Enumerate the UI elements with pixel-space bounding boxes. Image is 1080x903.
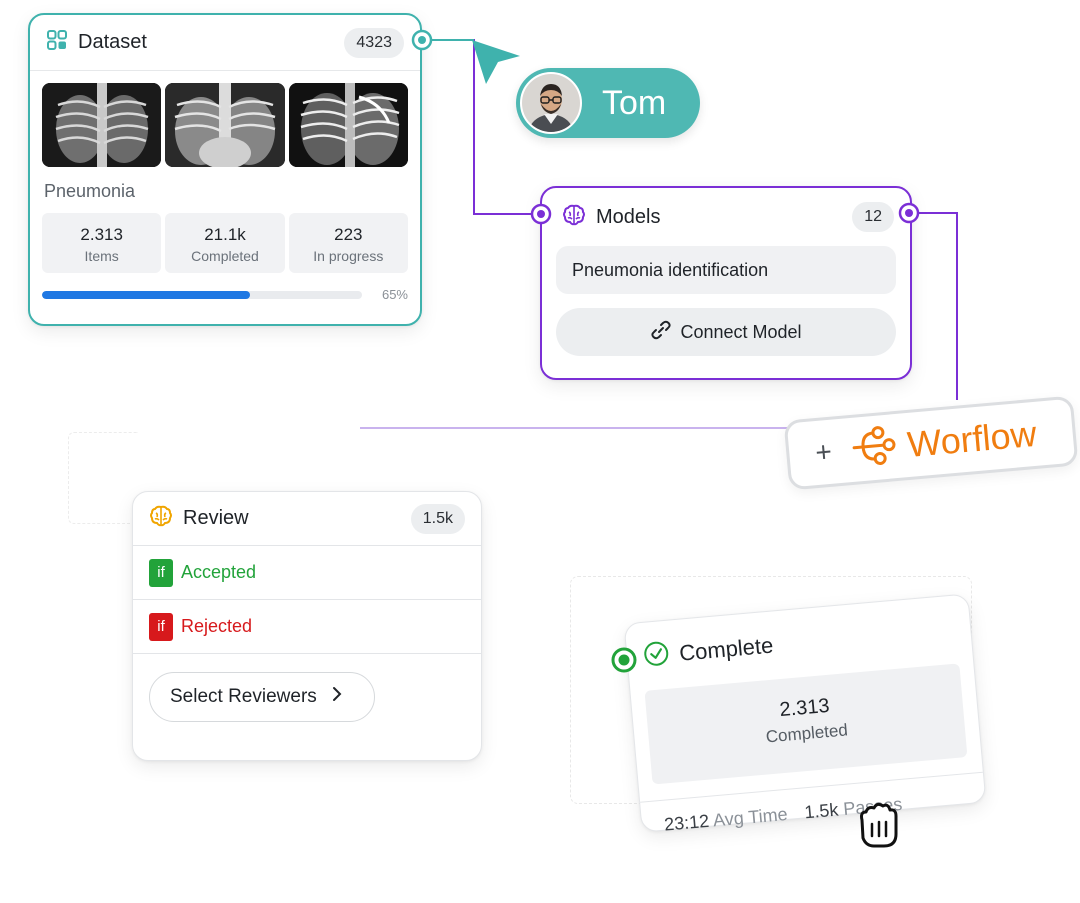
review-count-badge: 1.5k: [410, 503, 465, 534]
stat-value: 223: [334, 225, 363, 244]
workflow-label: Worflow: [905, 412, 1039, 465]
xray-thumbnail[interactable]: [42, 83, 162, 167]
dataset-stats: 2.313 Items 21.1k Completed 223 In progr…: [30, 213, 420, 273]
check-circle-icon: [642, 639, 671, 672]
chevron-right-icon: [331, 686, 343, 708]
stat-completed: 21.1k Completed: [165, 213, 285, 273]
connect-model-button[interactable]: Connect Model: [556, 308, 896, 356]
workflow-icon: [850, 423, 900, 474]
dataset-count-badge: 4323: [344, 27, 404, 58]
xray-thumbnail[interactable]: [288, 83, 408, 167]
progress-percent: 65%: [381, 287, 408, 302]
select-reviewers-label: Select Reviewers: [170, 686, 317, 707]
avatar: [520, 72, 582, 134]
model-item[interactable]: Pneumonia identification: [556, 246, 896, 294]
complete-input-port[interactable]: [610, 646, 638, 674]
complete-header: Complete: [625, 594, 974, 692]
complete-node[interactable]: Complete 2.313 Completed 23:12 Avg Time …: [623, 593, 987, 838]
stat-label: In progress: [313, 248, 384, 264]
dataset-thumbnails: [30, 71, 420, 167]
stat-items: 2.313 Items: [42, 213, 162, 273]
models-title: Models: [596, 205, 661, 228]
complete-footer: 23:12 Avg Time 1.5k Passes: [640, 771, 986, 838]
condition-label: Accepted: [181, 562, 257, 582]
dataset-subtitle: Pneumonia: [44, 181, 136, 201]
models-count-badge: 12: [852, 202, 894, 232]
models-header: Models 12: [542, 188, 910, 246]
plus-icon: +: [814, 435, 834, 469]
if-condition-badge: if: [149, 612, 173, 641]
review-header: Review 1.5k: [133, 492, 481, 546]
models-input-port[interactable]: [530, 203, 552, 225]
grab-hand-cursor-icon: [860, 802, 898, 848]
models-output-port[interactable]: [898, 202, 920, 224]
condition-label: Rejected: [181, 616, 253, 636]
add-workflow-button[interactable]: + Worflow: [783, 395, 1079, 491]
brain-icon: [562, 203, 586, 232]
stat-value: 2.313: [80, 225, 123, 244]
link-icon: [650, 319, 680, 346]
complete-title: Complete: [678, 632, 775, 666]
pointer-cursor-icon: [472, 40, 520, 84]
dataset-title: Dataset: [78, 31, 147, 53]
progress-track: [42, 290, 362, 299]
collaborator-tag: Tom: [516, 68, 700, 138]
dataset-output-port[interactable]: [411, 29, 433, 51]
xray-thumbnail[interactable]: [165, 83, 285, 167]
if-condition-badge: if: [149, 558, 173, 587]
avg-time-value: 23:12: [663, 810, 710, 835]
ghost-frame-left: [68, 432, 138, 524]
review-title: Review: [183, 507, 249, 529]
dataset-header: Dataset 4323: [30, 15, 420, 71]
collaborator-name: Tom: [602, 83, 667, 122]
stat-in-progress: 223 In progress: [288, 213, 408, 273]
passes-value: 1.5k: [803, 799, 840, 823]
connect-model-label: Connect Model: [680, 321, 802, 342]
review-node[interactable]: Review 1.5k if Accepted if Rejected Sele…: [132, 491, 482, 761]
select-reviewers-button[interactable]: Select Reviewers: [149, 672, 375, 722]
avg-time-label: Avg Time: [712, 803, 789, 831]
progress-fill: [42, 290, 250, 299]
stat-value: 21.1k: [204, 225, 246, 244]
stat-label: Completed: [191, 248, 259, 264]
dataset-progress: 65%: [30, 273, 420, 302]
models-node[interactable]: Models 12 Pneumonia identification Conne…: [540, 186, 912, 380]
condition-rejected[interactable]: if Rejected: [133, 600, 481, 654]
dataset-node[interactable]: Dataset 4323: [28, 13, 422, 326]
condition-accepted[interactable]: if Accepted: [133, 546, 481, 600]
brain-icon: [149, 504, 173, 533]
stat-label: Items: [84, 248, 119, 264]
grid-icon: [46, 29, 68, 56]
